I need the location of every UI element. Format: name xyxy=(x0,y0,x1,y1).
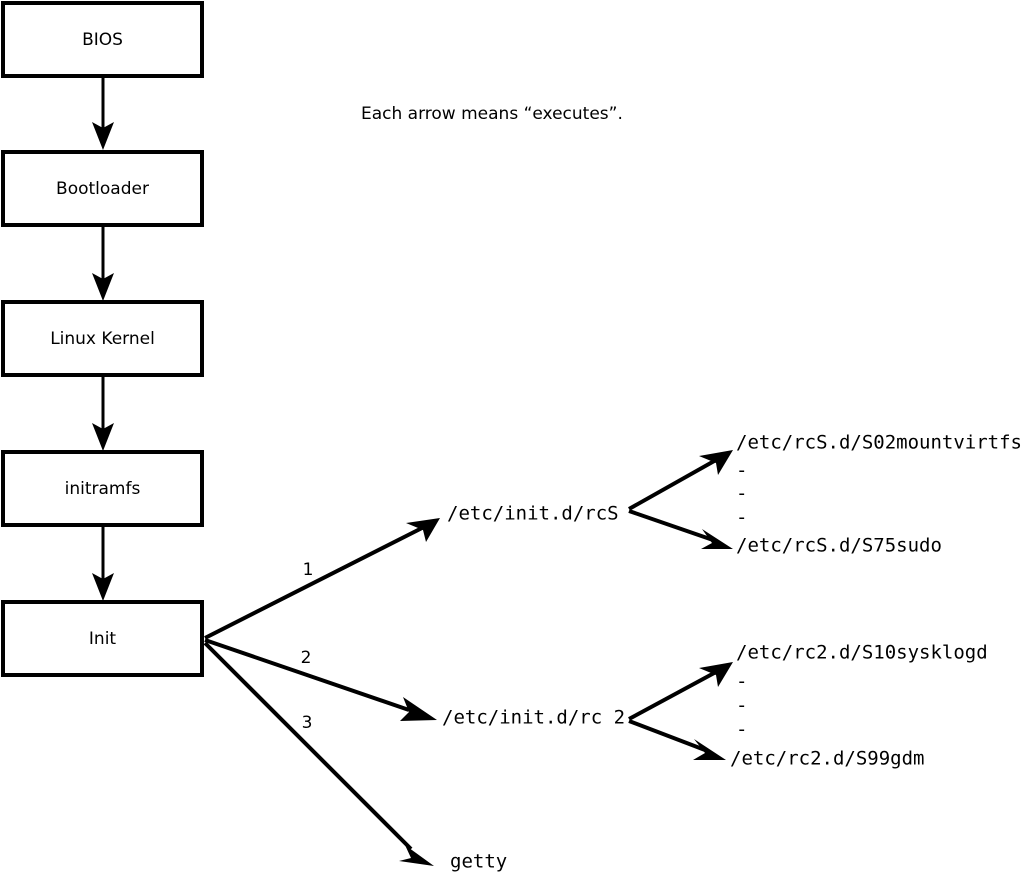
arrow-head-icon xyxy=(406,518,440,542)
arrow-init-to-rcs xyxy=(204,518,440,640)
node-bootloader-rect xyxy=(1,150,204,227)
arrow-bootloader-to-kernel xyxy=(92,225,114,301)
arrow-shaft xyxy=(628,719,706,752)
node-bootloader-label: Bootloader xyxy=(56,179,149,199)
arrow-init-to-getty xyxy=(203,641,434,866)
arrow-rcs-to-first-script xyxy=(628,450,733,511)
edge-label-1: 1 xyxy=(303,560,314,580)
edge-label-3: 3 xyxy=(302,713,313,733)
arrow-kernel-to-initramfs xyxy=(92,375,114,451)
legend-note: Each arrow means “executes”. xyxy=(361,104,623,124)
arrow-rc2-to-last-script xyxy=(628,719,726,760)
arrow-head-icon xyxy=(399,845,434,866)
node-initramfs-label: initramfs xyxy=(65,479,141,499)
node-bootloader[interactable]: Bootloader xyxy=(1,150,204,227)
edge-label-2: 2 xyxy=(301,648,312,668)
rc2-ellipsis-dash-3: - xyxy=(736,719,747,741)
node-init-label: Init xyxy=(89,629,117,649)
rcs-ellipsis-dash-3: - xyxy=(736,507,747,529)
arrow-rc2-to-first-script xyxy=(628,662,733,721)
arrow-initramfs-to-init xyxy=(92,525,114,601)
arrow-head-icon xyxy=(693,739,726,760)
node-rcs-label: /etc/init.d/rcS xyxy=(447,503,619,525)
script-rcs-first: /etc/rcS.d/S02mountvirtfs xyxy=(736,432,1022,454)
node-bios-rect xyxy=(1,1,204,78)
rc2-ellipsis-dash-1: - xyxy=(736,671,747,693)
arrow-head-icon xyxy=(400,697,437,721)
node-rc2-label: /etc/init.d/rc 2 xyxy=(442,707,625,729)
rcs-ellipsis-dash-1: - xyxy=(736,460,747,482)
arrow-shaft xyxy=(628,670,717,721)
node-init-rect xyxy=(1,600,204,677)
arrow-head-icon xyxy=(92,273,114,301)
arrow-head-icon xyxy=(699,662,733,687)
node-init[interactable]: Init xyxy=(1,600,204,677)
script-rc2-first: /etc/rc2.d/S10sysklogd xyxy=(736,642,988,664)
node-linux-kernel-rect xyxy=(1,300,204,377)
arrow-head-icon xyxy=(92,122,114,150)
arrow-head-icon xyxy=(92,573,114,601)
arrow-shaft xyxy=(628,509,714,542)
node-bios-label: BIOS xyxy=(82,30,123,50)
rc2-ellipsis-dash-2: - xyxy=(736,695,747,717)
node-getty-label: getty xyxy=(450,851,507,873)
node-initramfs[interactable]: initramfs xyxy=(1,450,204,527)
rcs-ellipsis-dash-2: - xyxy=(736,483,747,505)
arrow-rcs-to-last-script xyxy=(628,509,733,549)
arrow-bios-to-bootloader xyxy=(92,76,114,150)
arrow-head-icon xyxy=(92,423,114,451)
script-rcs-last: /etc/rcS.d/S75sudo xyxy=(736,535,942,557)
arrow-shaft xyxy=(204,638,410,712)
node-linux-kernel[interactable]: Linux Kernel xyxy=(1,300,204,377)
arrow-head-icon xyxy=(701,529,733,549)
arrow-init-to-rc2 xyxy=(204,638,437,721)
node-linux-kernel-label: Linux Kernel xyxy=(50,329,155,349)
arrow-head-icon xyxy=(699,450,733,475)
arrow-shaft xyxy=(203,641,413,851)
arrow-shaft xyxy=(204,525,425,640)
script-rc2-last: /etc/rc2.d/S99gdm xyxy=(730,748,924,770)
node-bios[interactable]: BIOS xyxy=(1,1,204,78)
arrow-shaft xyxy=(628,458,717,511)
